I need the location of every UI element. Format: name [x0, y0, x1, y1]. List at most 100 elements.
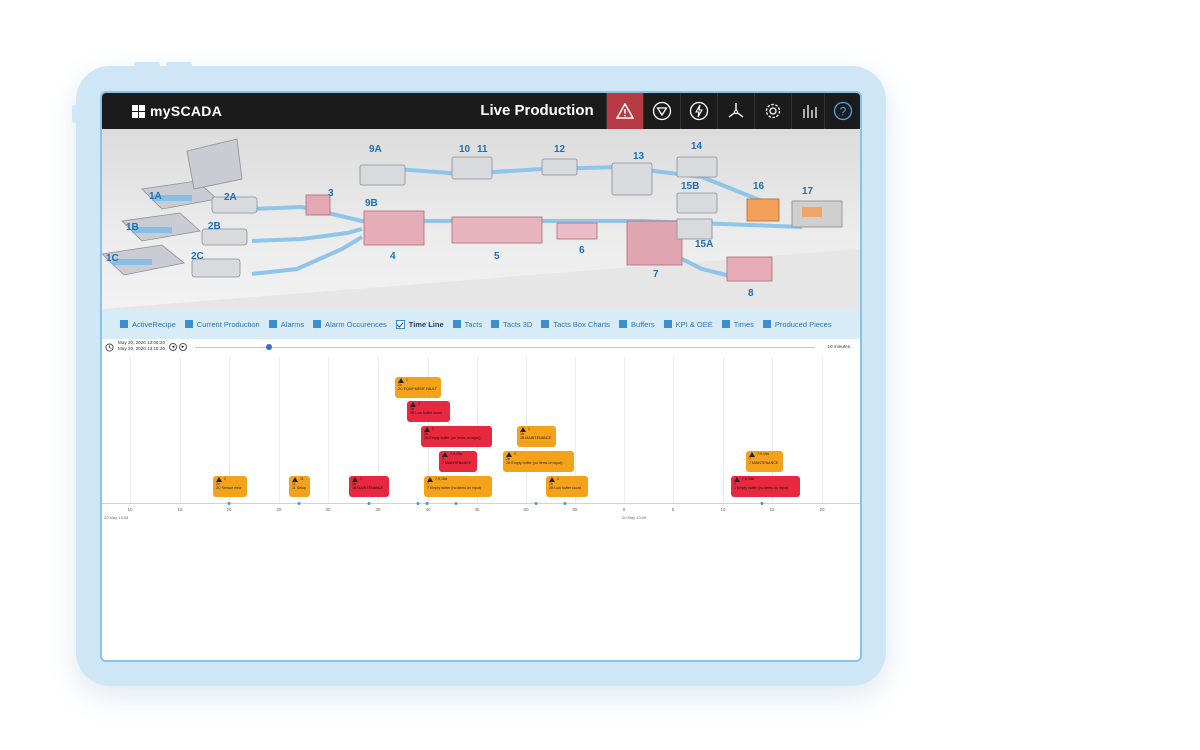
- tab-alarms[interactable]: Alarms: [268, 320, 304, 329]
- machine-label[interactable]: 3: [328, 188, 334, 199]
- machine-label[interactable]: 2B: [208, 221, 221, 232]
- tab-checkbox[interactable]: [395, 319, 405, 329]
- alarm-button[interactable]: [606, 93, 643, 129]
- tab-checkbox[interactable]: [452, 320, 461, 328]
- timeline-gridline: [772, 357, 773, 503]
- tab-checkbox[interactable]: [491, 320, 500, 328]
- event-description: 1 Empty buffer (no items on input): [734, 486, 789, 491]
- timeline-gridline: [378, 357, 379, 503]
- power-button[interactable]: [680, 93, 717, 129]
- tab-current-production[interactable]: Current Production: [184, 320, 260, 329]
- tab-checkbox[interactable]: [120, 320, 128, 328]
- timeline-event-marker: [297, 502, 301, 505]
- machine-label[interactable]: 9B: [365, 198, 378, 209]
- event-stations: 1: [528, 427, 530, 432]
- tab-checkbox[interactable]: [541, 320, 550, 328]
- machine-label[interactable]: 13: [633, 151, 645, 162]
- event-machine: 11: [292, 482, 296, 486]
- tab-activerecipe[interactable]: ActiveRecipe: [120, 320, 176, 329]
- tab-label: KPI & OEE: [675, 319, 713, 329]
- rewind-button[interactable]: ◂: [169, 343, 177, 351]
- stats-button[interactable]: [791, 93, 828, 129]
- clock-icon[interactable]: [105, 343, 114, 352]
- tab-checkbox[interactable]: [268, 320, 277, 328]
- machine-label[interactable]: 1C: [106, 253, 119, 264]
- screen: mySCADA Live Production ?: [100, 91, 862, 662]
- machine-label[interactable]: 16: [753, 181, 765, 192]
- stop-button[interactable]: [643, 93, 680, 129]
- tab-time-line[interactable]: Time Line: [395, 319, 444, 329]
- timeline-tick-label: 10: [720, 507, 726, 512]
- timeline-tick-label: 50: [523, 507, 529, 512]
- tab-produced-pieces[interactable]: Produced Pieces: [762, 319, 832, 329]
- event-description: 11 Setup: [292, 486, 307, 491]
- timeline-event-marker: [534, 502, 538, 505]
- power-icon: [689, 101, 709, 121]
- tab-times[interactable]: Times: [721, 319, 754, 329]
- machine-label[interactable]: 15A: [695, 239, 714, 250]
- event-description: 2C EQUIPMENT FAULT: [398, 387, 437, 392]
- time-slider-thumb[interactable]: [266, 344, 273, 350]
- warning-icon: [398, 378, 404, 383]
- machine-label[interactable]: 15B: [681, 181, 700, 192]
- tab-tacts-3d[interactable]: Tacts 3D: [491, 320, 532, 329]
- tab-checkbox[interactable]: [619, 320, 628, 328]
- warning-icon: [520, 427, 526, 432]
- tab-buffers[interactable]: Buffers: [619, 320, 655, 329]
- machine-label[interactable]: 9A: [369, 144, 382, 155]
- timeline-date-label: 20 May 13:08: [104, 515, 129, 520]
- help-button[interactable]: ?: [824, 93, 860, 129]
- tab-checkbox[interactable]: [184, 320, 193, 328]
- event-description: 2B Empty buffer (no items on input): [424, 436, 481, 441]
- machine-label[interactable]: 12: [554, 144, 566, 155]
- tab-tacts[interactable]: Tacts: [452, 320, 482, 329]
- event-description: 7 MAINTENANCE: [442, 461, 472, 466]
- tab-alarm-occurences[interactable]: Alarm Occurences: [313, 320, 387, 329]
- machine-label[interactable]: 4: [390, 251, 396, 262]
- settings-button[interactable]: [754, 93, 791, 129]
- stop-icon: [652, 101, 672, 121]
- forward-button[interactable]: ▸: [179, 343, 187, 351]
- tab-label: Times: [733, 319, 754, 329]
- timeline-tick-label: 20: [226, 507, 232, 512]
- tab-checkbox[interactable]: [313, 320, 322, 328]
- machine-label[interactable]: 10: [459, 144, 471, 155]
- tab-checkbox[interactable]: [663, 320, 672, 328]
- machine-label[interactable]: 6: [579, 245, 585, 256]
- machine-label[interactable]: 17: [802, 186, 814, 197]
- event-machine: 2b: [506, 457, 510, 461]
- tab-label: Produced Pieces: [774, 319, 832, 329]
- machine-label[interactable]: 7: [653, 269, 659, 280]
- machine-label[interactable]: 8: [748, 288, 754, 299]
- event-description: 2B Low buffer count: [410, 411, 442, 416]
- machine-label[interactable]: 2A: [224, 192, 237, 203]
- fan-button[interactable]: [717, 93, 754, 129]
- machine-label[interactable]: 11: [477, 144, 488, 155]
- tab-checkbox[interactable]: [721, 320, 730, 328]
- time-slider-track[interactable]: [195, 347, 815, 348]
- tab-checkbox[interactable]: [762, 320, 771, 328]
- machine-label[interactable]: 14: [691, 141, 703, 152]
- machine-label[interactable]: 2C: [191, 251, 204, 262]
- event-stations: 7,9,15a: [435, 477, 447, 482]
- machine-label[interactable]: 1B: [126, 222, 139, 233]
- machine-label[interactable]: 5: [494, 251, 500, 262]
- timeline-tick-label: 25: [276, 507, 282, 512]
- machine-label[interactable]: 1A: [149, 191, 162, 202]
- timeline-tick-label: 15: [177, 507, 183, 512]
- tab-tacts-box-charts[interactable]: Tacts Box Charts: [541, 320, 610, 329]
- tab-kpi-oee[interactable]: KPI & OEE: [663, 319, 713, 329]
